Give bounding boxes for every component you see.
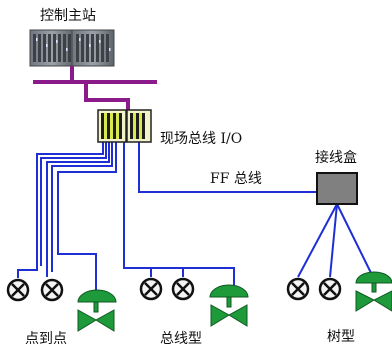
control-valve-icon (209, 284, 249, 327)
field-wiring (17, 142, 374, 296)
transmitter-icon (139, 277, 163, 301)
transmitter-icon (6, 278, 30, 302)
ff-bus-label: FF 总线 (210, 171, 262, 187)
transmitter-icon (171, 277, 195, 301)
tree-type-label: 树型 (327, 329, 355, 345)
point-to-point-label: 点到点 (25, 331, 67, 347)
control-valve-icon (77, 289, 117, 332)
io-module-icon (97, 109, 152, 143)
transmitter-icon (40, 278, 64, 302)
junction-box-label: 接线盒 (315, 150, 357, 166)
fieldbus-io-label: 现场总线 I/O (160, 131, 243, 147)
bus-type-label: 总线型 (160, 331, 202, 347)
control-valve-icon (355, 271, 392, 312)
transmitter-icon (318, 277, 342, 301)
server-rack-icon (29, 29, 115, 67)
control-bus (33, 66, 157, 110)
junction-box-icon (316, 172, 358, 205)
transmitter-icon (286, 277, 310, 301)
master-station-label: 控制主站 (40, 8, 96, 24)
